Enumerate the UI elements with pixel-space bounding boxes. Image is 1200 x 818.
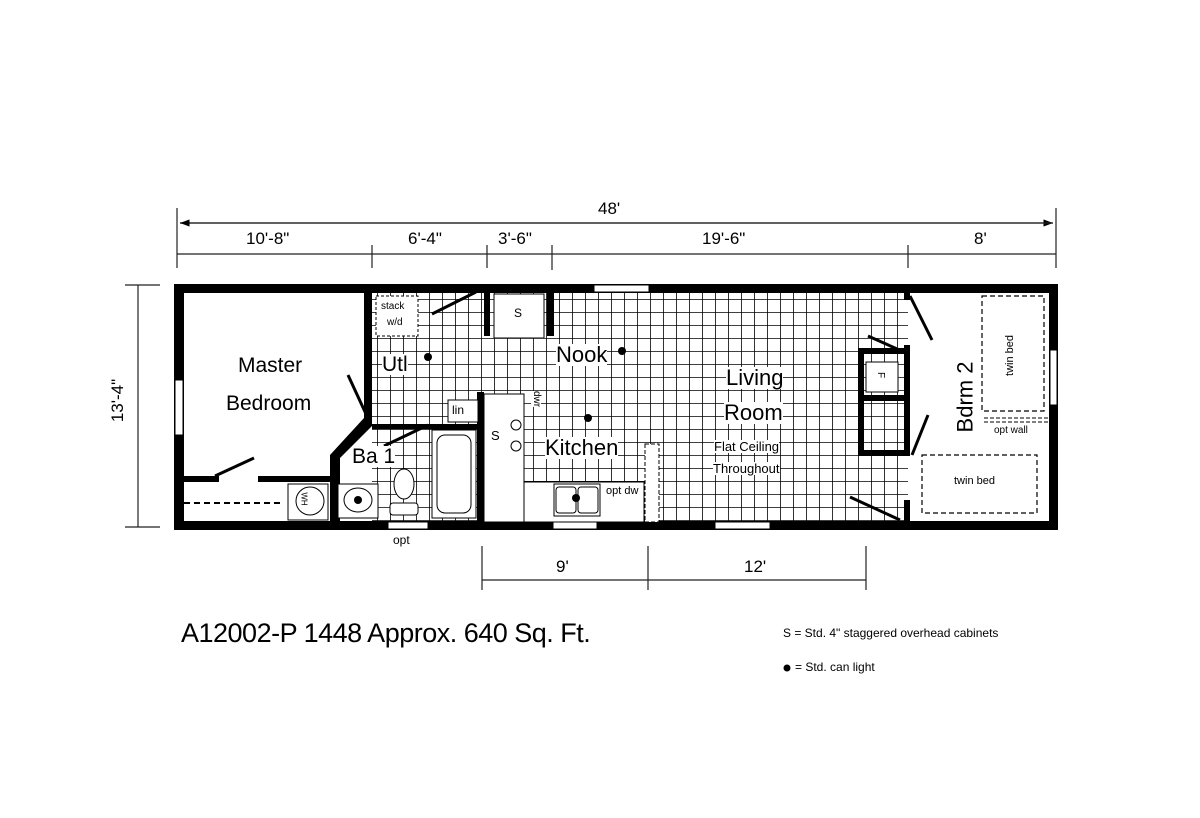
dim-bdrm2-width: 8' bbox=[974, 229, 987, 248]
master-bedroom-label-line2: Bedroom bbox=[226, 392, 312, 415]
dim-nook-width: 3'-6" bbox=[498, 229, 532, 248]
fireplace-label: F bbox=[875, 371, 887, 379]
legend-can-light: = Std. can light bbox=[795, 660, 875, 674]
dim-bottom-right: 12' bbox=[744, 557, 767, 576]
linen-label: lin bbox=[452, 403, 465, 417]
twin-bed-vertical: twin bed bbox=[1003, 335, 1016, 376]
water-heater-label: WH bbox=[299, 492, 309, 506]
living-room-label-line1: Living bbox=[726, 365, 784, 390]
master-bedroom-label-line1: Master bbox=[238, 354, 303, 377]
ceiling-note-line2: Throughout bbox=[713, 461, 780, 476]
cabinet-s-nook: S bbox=[514, 306, 523, 320]
overall-width-label: 48' bbox=[598, 199, 621, 218]
plan-title: A12002-P 1448 Approx. 640 Sq. Ft. bbox=[181, 618, 591, 648]
dim-master-width: 10'-8" bbox=[246, 229, 290, 248]
opt-wall-label: opt wall bbox=[994, 425, 1028, 436]
kitchen-label: Kitchen bbox=[545, 435, 619, 460]
can-lights bbox=[424, 347, 626, 422]
dim-utl-width: 6'-4" bbox=[408, 229, 442, 248]
dwr-label: dwr bbox=[531, 390, 543, 408]
bath-label: Ba 1 bbox=[352, 445, 396, 468]
opt-dw-label: opt dw bbox=[606, 485, 639, 497]
overall-depth-label: 13'-4" bbox=[108, 378, 128, 423]
wd-label: w/d bbox=[387, 317, 403, 328]
nook-label: Nook bbox=[556, 342, 608, 367]
opt-window-label: opt bbox=[393, 533, 410, 547]
dim-living-width: 19'-6" bbox=[702, 229, 746, 248]
top-dimension-lines bbox=[176, 208, 1057, 270]
ceiling-note-line1: Flat Ceiling bbox=[714, 439, 780, 454]
bedroom2-label: Bdrm 2 bbox=[952, 361, 978, 433]
legend-cabinets: S = Std. 4" staggered overhead cabinets bbox=[783, 626, 999, 640]
stack-label: stack bbox=[381, 301, 405, 312]
twin-bed-horizontal: twin bed bbox=[954, 475, 995, 487]
cabinet-s-kitchen: S bbox=[491, 428, 500, 443]
living-room-label-line2: Room bbox=[724, 400, 783, 425]
utility-label: Utl bbox=[382, 353, 408, 376]
dim-bottom-left: 9' bbox=[556, 557, 569, 576]
